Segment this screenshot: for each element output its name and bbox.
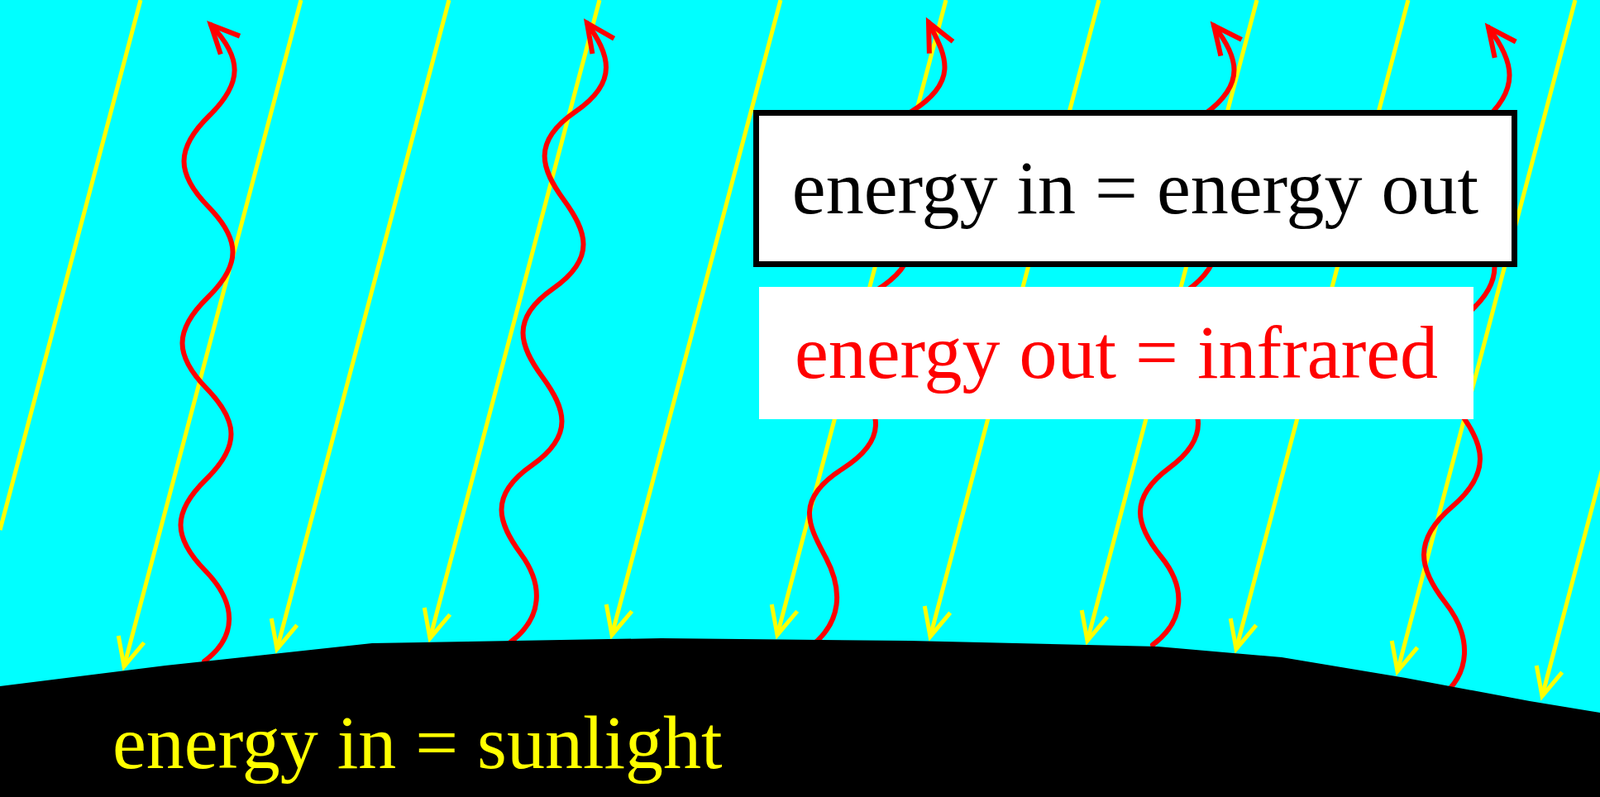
- earth-ground: [0, 638, 1600, 797]
- sunlight-ray: [611, 0, 781, 636]
- sunlight-ray: [1542, 0, 1600, 697]
- box-text: energy in = energy out: [792, 146, 1479, 230]
- sunlight-ray: [124, 0, 301, 667]
- sunlight-rays: [0, 0, 1600, 697]
- sunlight-label: energy in = sunlight: [112, 701, 723, 785]
- sunlight-ray: [0, 0, 141, 531]
- box-text: energy out = infrared: [794, 310, 1438, 395]
- infrared-wave: [501, 23, 607, 643]
- sunlight-ray: [277, 0, 449, 650]
- infrared-box: energy out = infrared: [759, 286, 1474, 420]
- infrared-wave: [181, 24, 235, 662]
- statement-box: energy in = energy out: [753, 109, 1518, 268]
